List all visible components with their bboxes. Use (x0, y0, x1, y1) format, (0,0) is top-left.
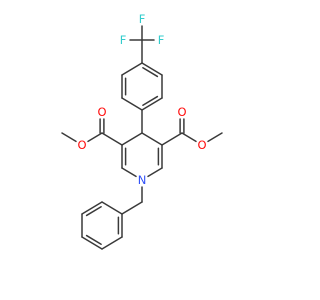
single-bond-c5_dhp-ester_r_c (161, 132, 183, 146)
atom-label-f-left: F (120, 33, 127, 47)
atom-label-f-right: F (158, 33, 165, 47)
atom-label-ester-r-o: O (197, 138, 206, 152)
single-bond-c2_dhp-n1 (121, 167, 137, 178)
single-bond-ester_r_c-ester_r_o (181, 132, 197, 143)
double-bond-bn_c5-bn_c6 (81, 201, 103, 215)
atom-label-n1: N (138, 173, 147, 187)
double-bond-bn_c3-bn_c4-inner (85, 234, 102, 246)
single-bond-n1-c6_dhp (147, 167, 163, 178)
single-bond-ester_l_c-ester_l_o (87, 132, 103, 143)
single-bond-ester_r_o-ester_r_me (207, 132, 223, 143)
single-bond-bn_c2-bn_c3 (101, 236, 123, 250)
single-bond-ph_c6-ph_c1 (121, 62, 143, 76)
atom-label-ester-l-o: O (77, 138, 86, 152)
double-bond-ph_c1-ph_c2 (141, 62, 163, 76)
single-bond-bn_c6-bn_c1 (101, 201, 123, 215)
atom-label-f-top: F (139, 12, 146, 26)
double-bond-ph_c1-ph_c2-inner (142, 66, 159, 78)
double-bond-bn_c3-bn_c4 (81, 236, 103, 250)
single-bond-ch2-bn_c1 (121, 201, 143, 215)
single-bond-c5_dhp-c4_dhp (141, 132, 163, 146)
single-bond-c4_dhp-c3_dhp (121, 132, 143, 146)
atom-label-ester-l-o-dbl: O (97, 105, 106, 119)
single-bond-ester_l_o-ester_l_me (61, 132, 77, 143)
double-bond-ph_c3-ph_c4 (141, 97, 163, 111)
atom-label-ester-r-o-dbl: O (177, 105, 186, 119)
double-bond-bn_c5-bn_c6-inner (85, 205, 102, 217)
double-bond-ph_c3-ph_c4-inner (142, 95, 159, 107)
single-bond-ph_c4-ph_c5 (121, 97, 143, 111)
single-bond-c3_dhp-ester_l_c (101, 132, 123, 146)
bond-layer (61, 25, 223, 250)
